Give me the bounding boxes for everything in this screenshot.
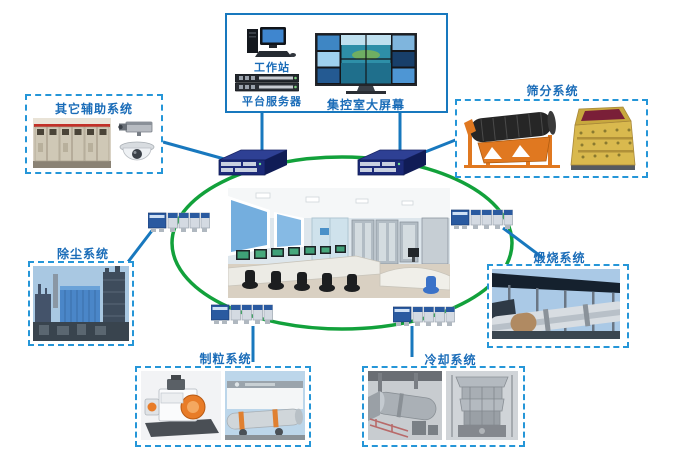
server-icon bbox=[235, 74, 299, 92]
remote-io-bottom-left bbox=[211, 304, 273, 324]
system-box-dust bbox=[28, 261, 134, 346]
remote-io-bottom-right bbox=[393, 306, 455, 326]
system-box-screening bbox=[455, 99, 648, 178]
system-box-auxiliary: 其它辅助系统 bbox=[25, 94, 163, 174]
remote-io-left bbox=[148, 212, 210, 232]
control-room-photo bbox=[228, 188, 450, 298]
ring-network-ellipse bbox=[170, 155, 514, 331]
workstation-label: 工作站 bbox=[254, 61, 290, 74]
impact-crusher-machine bbox=[570, 106, 636, 170]
system-box-granulating bbox=[135, 366, 311, 447]
system-label-granulating: 制粒系统 bbox=[199, 352, 252, 366]
system-label-dust: 除尘系统 bbox=[56, 247, 109, 261]
system-label-calcining: 煅烧系统 bbox=[533, 251, 586, 265]
rotary-kiln-photo bbox=[492, 269, 620, 339]
switchgear-cabinets-photo bbox=[33, 118, 111, 168]
video-wall bbox=[315, 33, 417, 94]
network-switch-right bbox=[357, 149, 427, 176]
dust-collector-photo bbox=[33, 266, 129, 341]
cooling-tower-photo bbox=[446, 371, 518, 440]
granulator-machine bbox=[141, 371, 221, 440]
box-camera-icon bbox=[118, 121, 153, 136]
granulating-drum-photo bbox=[225, 371, 305, 440]
cooler-drum-photo bbox=[368, 371, 442, 440]
platform-server-label: 平台服务器 bbox=[242, 95, 302, 108]
workstation-icon bbox=[247, 27, 296, 57]
control-room-screen-label: 集控室大屏幕 bbox=[326, 98, 405, 112]
network-switch-left bbox=[218, 149, 288, 176]
system-box-calcining bbox=[487, 264, 629, 348]
system-label-auxiliary: 其它辅助系统 bbox=[54, 102, 133, 116]
system-label-screening: 筛分系统 bbox=[526, 84, 579, 98]
system-label-cooling: 冷却系统 bbox=[424, 353, 477, 367]
system-box-cooling bbox=[362, 366, 525, 447]
control-center-box: 工作站 平台服务器 bbox=[225, 13, 448, 113]
remote-io-right bbox=[451, 209, 513, 229]
dome-camera-icon bbox=[119, 141, 155, 161]
trommel-screen-machine bbox=[464, 110, 560, 168]
